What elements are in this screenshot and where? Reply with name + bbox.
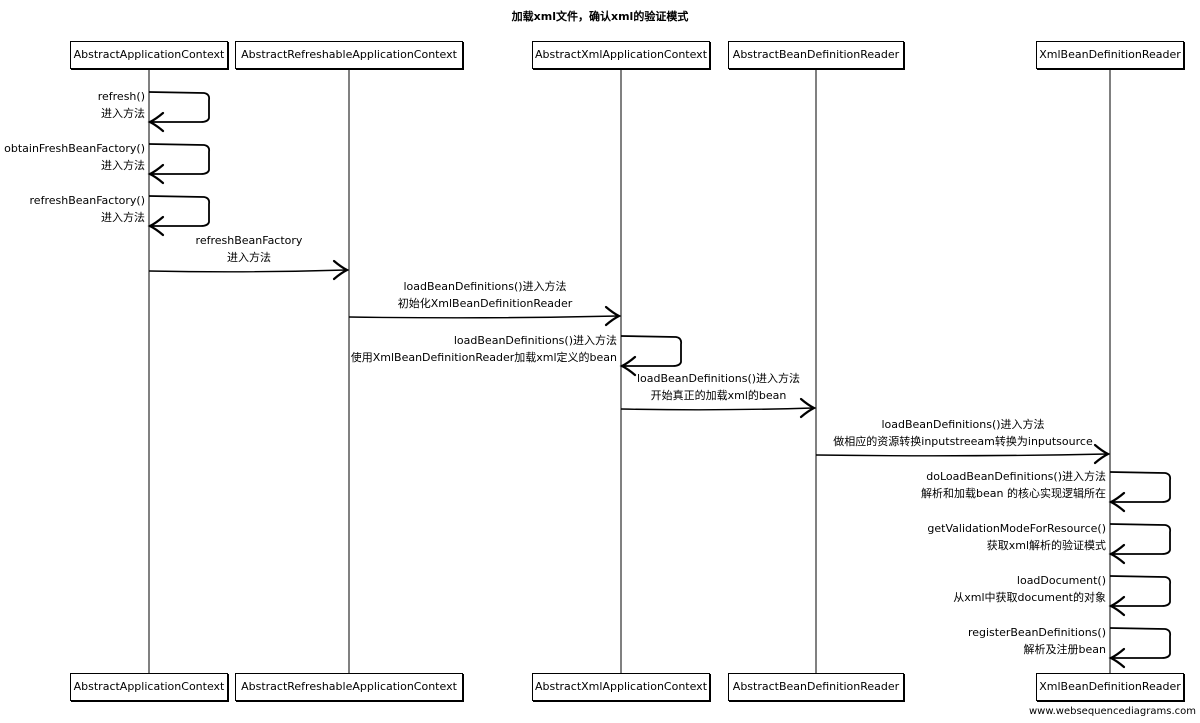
arrowhead-11 <box>1108 647 1126 669</box>
message-text-2: refreshBeanFactory() <box>29 194 145 207</box>
message-subtext-10: 从xml中获取document的对象 <box>953 591 1106 604</box>
arrowhead-10 <box>1108 595 1126 617</box>
message-label-11: registerBeanDefinitions() 解析及注册bean <box>968 624 1106 658</box>
message-text-10: loadDocument() <box>1016 574 1106 587</box>
arrowhead-8 <box>1108 491 1126 513</box>
self-message-arrow-1 <box>148 143 211 175</box>
message-label-7: loadBeanDefinitions()进入方法做相应的资源转换inputst… <box>833 416 1092 450</box>
message-label-8: doLoadBeanDefinitions()进入方法解析和加载bean 的核心… <box>921 468 1106 502</box>
message-text-6: loadBeanDefinitions()进入方法 <box>636 372 801 385</box>
self-message-arrow-10 <box>1109 575 1172 607</box>
participant-bottom-3: AbstractBeanDefinitionReader <box>728 673 904 701</box>
message-subtext-8: 解析和加载bean 的核心实现逻辑所在 <box>921 487 1106 500</box>
message-label-3: refreshBeanFactory 进入方法 <box>196 232 303 266</box>
lifeline-1 <box>348 68 350 674</box>
participant-bottom-4: XmlBeanDefinitionReader <box>1036 673 1184 701</box>
message-text-9: getValidationModeForResource() <box>927 522 1106 535</box>
arrowhead-6 <box>799 397 817 419</box>
message-label-6: loadBeanDefinitions()进入方法开始真正的加载xml的bean <box>637 370 800 404</box>
message-subtext-11: 解析及注册bean <box>1023 643 1106 656</box>
participant-top-3: AbstractBeanDefinitionReader <box>728 41 904 69</box>
diagram-title: 加载xml文件，确认xml的验证模式 <box>511 10 689 23</box>
lifeline-2 <box>620 68 622 674</box>
message-subtext-4: 初始化XmlBeanDefinitionReader <box>397 297 573 310</box>
message-label-2: refreshBeanFactory() 进入方法 <box>30 192 145 226</box>
message-label-10: loadDocument() 从xml中获取document的对象 <box>953 572 1106 606</box>
participant-top-4: XmlBeanDefinitionReader <box>1036 41 1184 69</box>
self-message-arrow-9 <box>1109 523 1172 555</box>
self-message-arrow-2 <box>148 195 211 227</box>
participant-bottom-0: AbstractApplicationContext <box>70 673 228 701</box>
message-label-1: obtainFreshBeanFactory() 进入方法 <box>4 140 145 174</box>
message-text-5: loadBeanDefinitions()进入方法 <box>453 334 617 347</box>
message-subtext-9: 获取xml解析的验证模式 <box>986 539 1106 552</box>
arrowhead-5 <box>619 355 637 377</box>
arrowhead-2 <box>147 215 165 237</box>
message-text-0: refresh() <box>97 90 145 103</box>
message-label-5: loadBeanDefinitions()进入方法使用XmlBeanDefini… <box>351 332 617 366</box>
arrowhead-3 <box>332 259 350 281</box>
self-message-arrow-0 <box>148 91 211 123</box>
participant-bottom-2: AbstractXmlApplicationContext <box>532 673 710 701</box>
message-subtext-0: 进入方法 <box>101 107 145 120</box>
arrowhead-9 <box>1108 543 1126 565</box>
message-subtext-3: 进入方法 <box>226 251 271 264</box>
participant-top-2: AbstractXmlApplicationContext <box>532 41 710 69</box>
message-text-1: obtainFreshBeanFactory() <box>4 142 145 155</box>
message-text-11: registerBeanDefinitions() <box>967 626 1106 639</box>
message-label-0: refresh() 进入方法 <box>98 88 145 122</box>
message-subtext-2: 进入方法 <box>101 211 145 224</box>
participant-top-1: AbstractRefreshableApplicationContext <box>235 41 463 69</box>
message-text-4: loadBeanDefinitions()进入方法 <box>403 280 567 293</box>
message-text-8: doLoadBeanDefinitions()进入方法 <box>926 470 1106 483</box>
watermark: www.websequencediagrams.com <box>1029 706 1196 717</box>
message-subtext-5: 使用XmlBeanDefinitionReader加载xml定义的bean <box>350 351 617 364</box>
arrowhead-4 <box>604 305 622 327</box>
self-message-arrow-5 <box>620 335 683 367</box>
message-label-9: getValidationModeForResource() 获取xml解析的验证… <box>927 520 1106 554</box>
message-text-3: refreshBeanFactory <box>195 234 303 247</box>
participant-top-0: AbstractApplicationContext <box>70 41 228 69</box>
self-message-arrow-8 <box>1109 471 1172 503</box>
arrowhead-1 <box>147 163 165 185</box>
arrowhead-0 <box>147 111 165 133</box>
arrowhead-7 <box>1093 443 1111 465</box>
message-arrow-7 <box>815 453 1108 457</box>
participant-bottom-1: AbstractRefreshableApplicationContext <box>235 673 463 701</box>
message-text-7: loadBeanDefinitions()进入方法 <box>881 418 1045 431</box>
message-arrow-6 <box>620 407 814 411</box>
lifeline-3 <box>815 68 817 674</box>
message-arrow-3 <box>148 269 347 273</box>
message-arrow-4 <box>348 315 619 319</box>
message-subtext-7: 做相应的资源转换inputstreeam转换为inputsource <box>833 435 1093 448</box>
lifeline-4 <box>1109 68 1111 674</box>
message-subtext-1: 进入方法 <box>101 159 145 172</box>
self-message-arrow-11 <box>1109 627 1172 659</box>
message-label-4: loadBeanDefinitions()进入方法初始化XmlBeanDefin… <box>398 278 573 312</box>
lifeline-0 <box>148 68 150 674</box>
message-subtext-6: 开始真正的加载xml的bean <box>650 389 787 402</box>
